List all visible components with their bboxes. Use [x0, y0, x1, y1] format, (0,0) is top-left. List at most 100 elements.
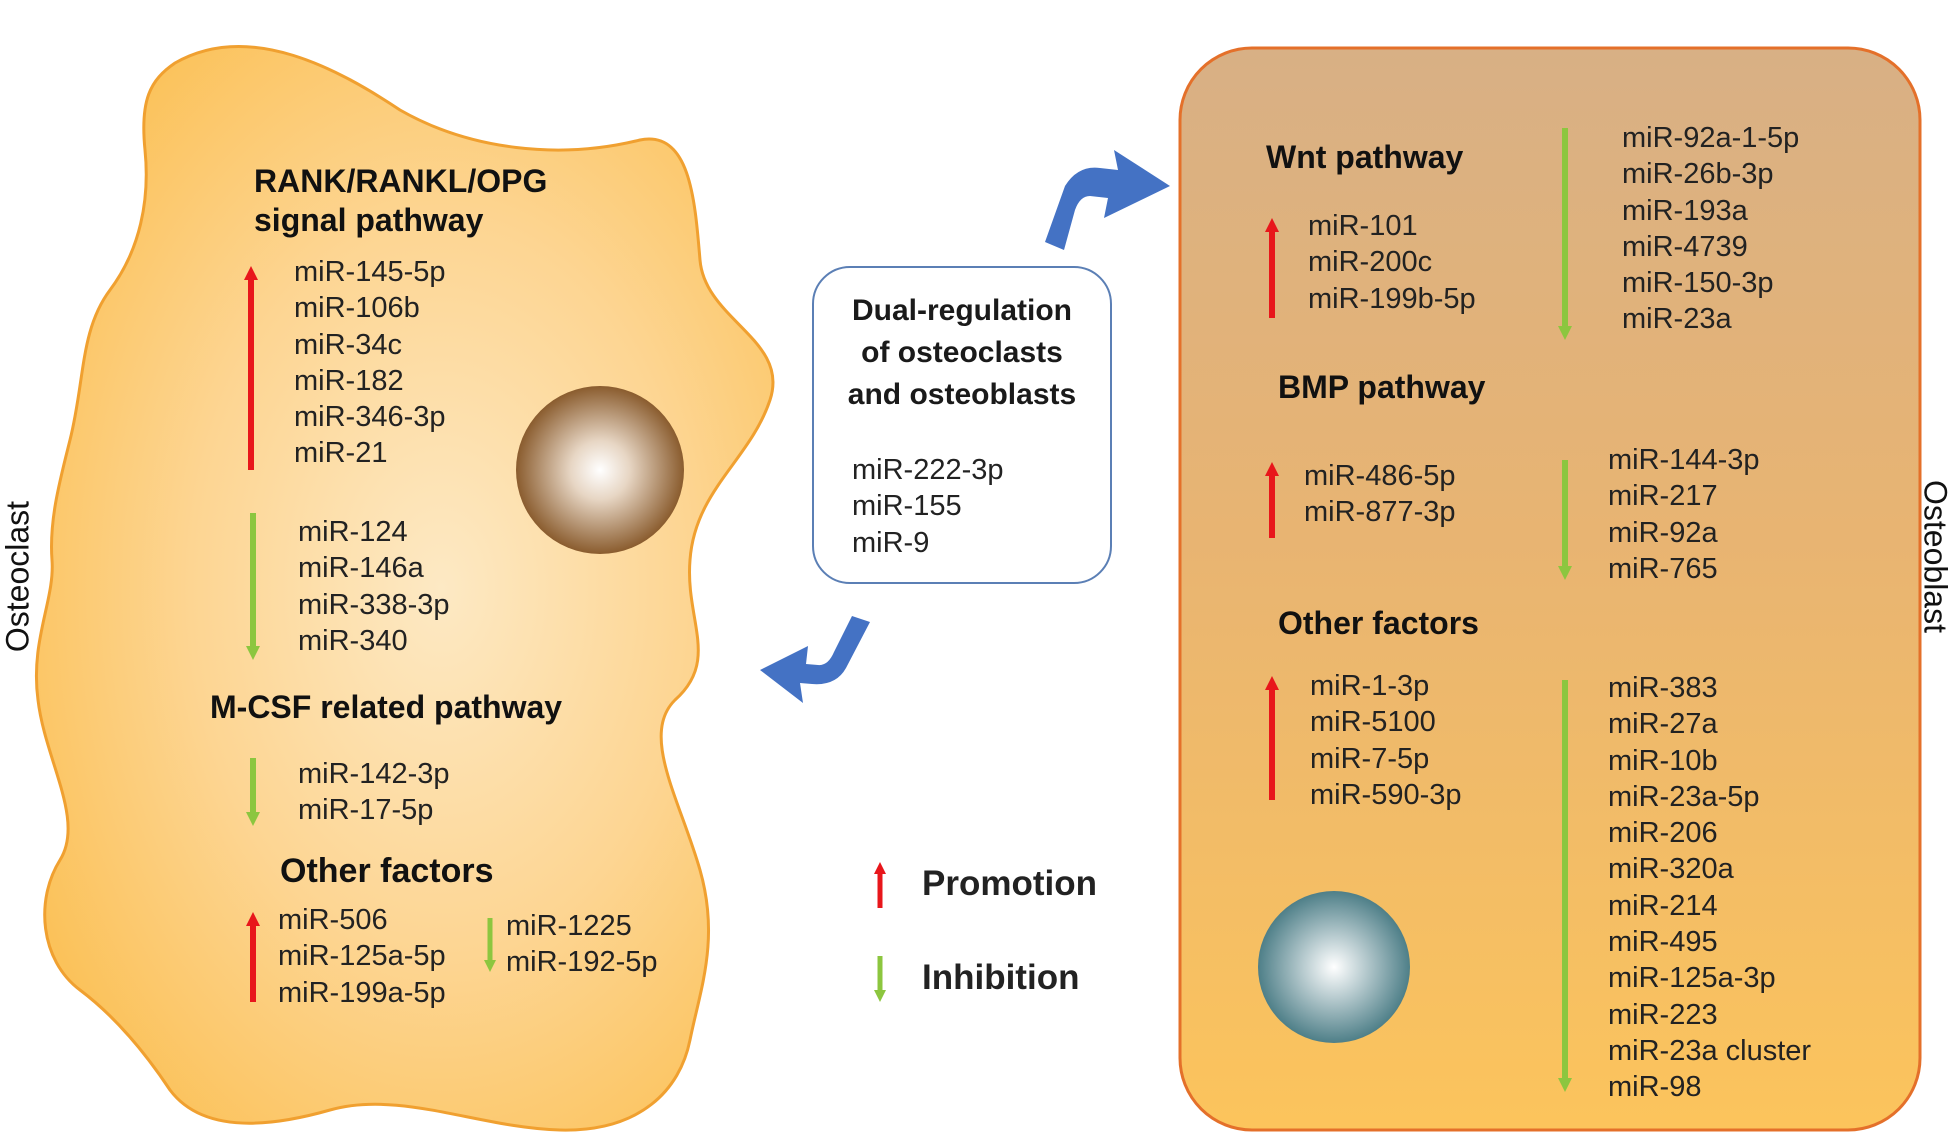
- list-item: miR-1225: [506, 910, 632, 942]
- dual-title-line: Dual-regulation: [851, 294, 1072, 327]
- mcsf-pathway-title: M-CSF related pathway: [210, 689, 563, 725]
- list-item: miR-199b-5p: [1308, 282, 1476, 315]
- osteoblast-cell: [1178, 46, 1922, 1132]
- list-item: miR-155: [852, 490, 962, 523]
- list-item: miR-92a-1-5p: [1622, 122, 1800, 154]
- bmp-promotion-list: miR-486-5p miR-877-3p: [1304, 458, 1456, 531]
- list-item: miR-98: [1608, 1071, 1702, 1104]
- list-item: miR-1-3p: [1310, 670, 1430, 702]
- bmp-pathway-title: BMP pathway: [1278, 369, 1486, 405]
- wnt-inhibition-arrow: [1558, 128, 1572, 340]
- curved-arrow-to-osteoclast-icon: [760, 616, 870, 703]
- rank-inhibition-arrow: [246, 513, 260, 660]
- legend-inhibition-label: Inhibition: [922, 958, 1080, 997]
- list-item: miR-10b: [1608, 744, 1718, 777]
- list-item: miR-214: [1608, 889, 1718, 922]
- mcsf-inhibition-list: miR-142-3p miR-17-5p: [298, 756, 450, 829]
- osteoblast-label: Osteoblast: [1917, 480, 1950, 633]
- legend-promotion-arrow: [874, 862, 886, 908]
- list-item: miR-486-5p: [1304, 460, 1456, 492]
- list-item: miR-222-3p: [852, 454, 1004, 486]
- list-item: miR-125a-5p: [278, 940, 446, 973]
- rank-promotion-arrow: [244, 266, 258, 470]
- list-item: miR-27a: [1608, 708, 1718, 741]
- list-item: miR-144-3p: [1608, 444, 1760, 476]
- osteoclast-cell: [34, 45, 775, 1132]
- list-item: miR-125a-3p: [1608, 962, 1776, 995]
- ob-other-factors-title: Other factors: [1278, 605, 1479, 641]
- list-item: miR-320a: [1608, 853, 1734, 886]
- list-item: miR-23a: [1622, 303, 1732, 336]
- wnt-promotion-list: miR-101 miR-200c miR-199b-5p: [1308, 208, 1476, 317]
- list-item: miR-21: [294, 437, 388, 470]
- list-item: miR-23a cluster: [1608, 1034, 1812, 1067]
- list-item: miR-383: [1608, 672, 1718, 704]
- list-item: miR-206: [1608, 817, 1718, 850]
- wnt-pathway-title: Wnt pathway: [1266, 139, 1464, 175]
- list-item: miR-340: [298, 624, 408, 657]
- list-item: miR-765: [1608, 552, 1718, 585]
- dual-title-line: and osteoblasts: [847, 378, 1077, 411]
- list-item: miR-145-5p: [294, 256, 446, 288]
- mcsf-inhibition-arrow: [246, 758, 260, 826]
- rank-title-line2: signal pathway: [254, 202, 484, 238]
- oc-other-inhibition-arrow: [484, 918, 496, 972]
- ob-other-inhibition-arrow: [1558, 680, 1572, 1092]
- list-item: miR-877-3p: [1304, 496, 1456, 529]
- list-item: miR-106b: [294, 292, 420, 325]
- list-item: miR-193a: [1622, 194, 1748, 227]
- bmp-promotion-arrow: [1265, 462, 1279, 538]
- rank-promotion-list: miR-145-5p miR-106b miR-34c miR-182 miR-…: [294, 254, 446, 472]
- list-item: miR-92a: [1608, 516, 1718, 549]
- oc-other-promotion-list: miR-506 miR-125a-5p miR-199a-5p: [278, 902, 446, 1011]
- wnt-promotion-arrow: [1265, 218, 1279, 318]
- oc-other-promotion-arrow: [246, 912, 260, 1002]
- osteoclast-label: Osteoclast: [0, 500, 36, 653]
- dual-regulation-box: Dual-regulation of osteoclasts and osteo…: [812, 266, 1112, 584]
- list-item: miR-506: [278, 904, 388, 936]
- curved-arrow-to-osteoblast-icon: [1045, 150, 1170, 250]
- list-item: miR-101: [1308, 210, 1418, 242]
- list-item: miR-199a-5p: [278, 976, 446, 1009]
- list-item: miR-26b-3p: [1622, 158, 1774, 191]
- list-item: miR-142-3p: [298, 758, 450, 790]
- list-item: miR-146a: [298, 552, 424, 585]
- list-item: miR-5100: [1310, 706, 1436, 739]
- dual-title-line: of osteoclasts: [861, 336, 1063, 369]
- ob-other-inhibition-list: miR-383 miR-27a miR-10b miR-23a-5p miR-2…: [1608, 670, 1811, 1106]
- list-item: miR-182: [294, 364, 404, 397]
- osteoblast-nucleus: [1258, 891, 1410, 1043]
- list-item: miR-192-5p: [506, 946, 658, 979]
- list-item: miR-495: [1608, 926, 1718, 959]
- oc-other-factors-title: Other factors: [280, 852, 494, 890]
- rank-title-line1: RANK/RANKL/OPG: [254, 163, 548, 199]
- list-item: miR-124: [298, 516, 408, 548]
- list-item: miR-17-5p: [298, 794, 434, 827]
- list-item: miR-4739: [1622, 230, 1748, 263]
- bmp-inhibition-list: miR-144-3p miR-217 miR-92a miR-765: [1608, 442, 1760, 587]
- legend-promotion-label: Promotion: [922, 864, 1097, 903]
- list-item: miR-590-3p: [1310, 778, 1462, 811]
- list-item: miR-7-5p: [1310, 742, 1430, 775]
- ob-other-promotion-list: miR-1-3p miR-5100 miR-7-5p miR-590-3p: [1310, 668, 1462, 813]
- ob-other-promotion-arrow: [1265, 676, 1279, 800]
- list-item: miR-217: [1608, 480, 1718, 513]
- osteoclast-nucleus: [516, 386, 684, 554]
- list-item: miR-223: [1608, 998, 1718, 1031]
- rank-inhibition-list: miR-124 miR-146a miR-338-3p miR-340: [298, 514, 450, 659]
- legend-inhibition-arrow: [874, 956, 886, 1002]
- wnt-inhibition-list: miR-92a-1-5p miR-26b-3p miR-193a miR-473…: [1622, 120, 1799, 338]
- list-item: miR-23a-5p: [1608, 780, 1760, 813]
- dual-regulation-list: miR-222-3p miR-155 miR-9: [852, 452, 1004, 561]
- list-item: miR-34c: [294, 328, 402, 361]
- list-item: miR-200c: [1308, 246, 1433, 279]
- list-item: miR-150-3p: [1622, 267, 1774, 300]
- list-item: miR-9: [852, 526, 930, 559]
- list-item: miR-346-3p: [294, 401, 446, 434]
- list-item: miR-338-3p: [298, 588, 450, 621]
- bmp-inhibition-arrow: [1558, 460, 1572, 580]
- dual-regulation-title: Dual-regulation of osteoclasts and osteo…: [814, 290, 1110, 416]
- oc-other-inhibition-list: miR-1225 miR-192-5p: [506, 908, 658, 981]
- rank-pathway-title: RANK/RANKL/OPG signal pathway: [254, 162, 547, 240]
